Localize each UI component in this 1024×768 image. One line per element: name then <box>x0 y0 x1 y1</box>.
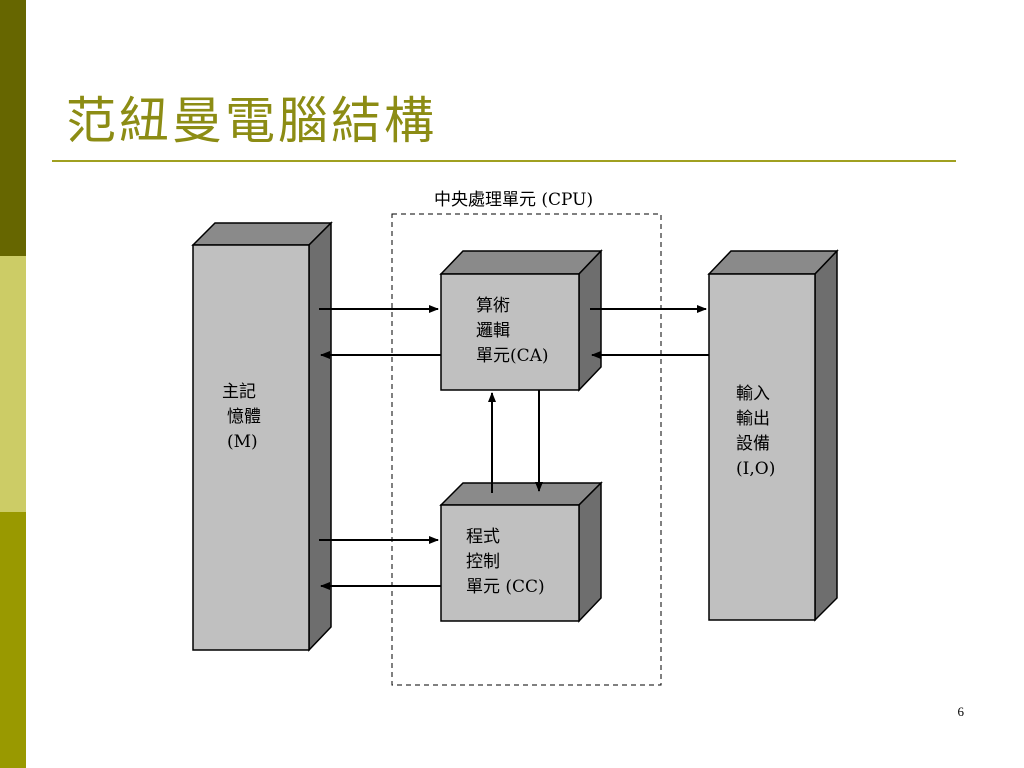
memory-block-top <box>191 222 333 246</box>
memory-block-front <box>192 244 310 651</box>
io-block-side <box>814 249 838 622</box>
memory-label-line: 憶體 <box>227 407 261 427</box>
page-number: 6 <box>957 704 965 719</box>
control-unit-block <box>439 481 603 623</box>
io-label-line: 設備 <box>736 434 770 454</box>
io-label-line: 輸入 <box>736 384 770 404</box>
sidebar-band-dark <box>0 0 26 256</box>
io-label-line: 輸出 <box>736 409 770 429</box>
io-block <box>707 249 839 622</box>
control-unit-label-line: 程式 <box>466 527 500 547</box>
alu-label-line: 單元(CA) <box>476 346 549 366</box>
io-block-front <box>708 273 816 621</box>
alu-block-side <box>578 249 602 392</box>
title-underline <box>52 160 956 162</box>
io-label: 輸入 輸出 設備 (I,O) <box>736 382 775 482</box>
sidebar-band-light <box>0 256 26 512</box>
alu-label: 算術 邏輯 單元(CA) <box>476 294 549 369</box>
control-unit-label-line: 控制 <box>466 552 500 572</box>
slide-title: 范紐曼電腦結構 <box>66 92 437 150</box>
memory-label-line: (M) <box>227 432 258 452</box>
control-unit-label-line: 單元 (CC) <box>466 577 545 597</box>
memory-block <box>191 221 333 652</box>
io-label-line: (I,O) <box>736 459 776 479</box>
control-unit-label: 程式 控制 單元 (CC) <box>466 525 545 600</box>
control-unit-block-side <box>578 481 602 623</box>
cpu-label: 中央處理單元 (CPU) <box>434 190 594 210</box>
alu-block-front <box>440 273 580 391</box>
alu-label-line: 算術 <box>476 296 510 316</box>
control-unit-block-front <box>440 504 580 622</box>
alu-label-line: 邏輯 <box>476 321 510 341</box>
memory-label: 主記 憶體 (M) <box>222 380 261 455</box>
cpu-boundary <box>391 213 662 686</box>
alu-block-top <box>439 250 603 275</box>
control-unit-block-top <box>439 482 603 506</box>
sidebar-band-mid <box>0 512 26 768</box>
memory-label-line: 主記 <box>222 382 256 402</box>
